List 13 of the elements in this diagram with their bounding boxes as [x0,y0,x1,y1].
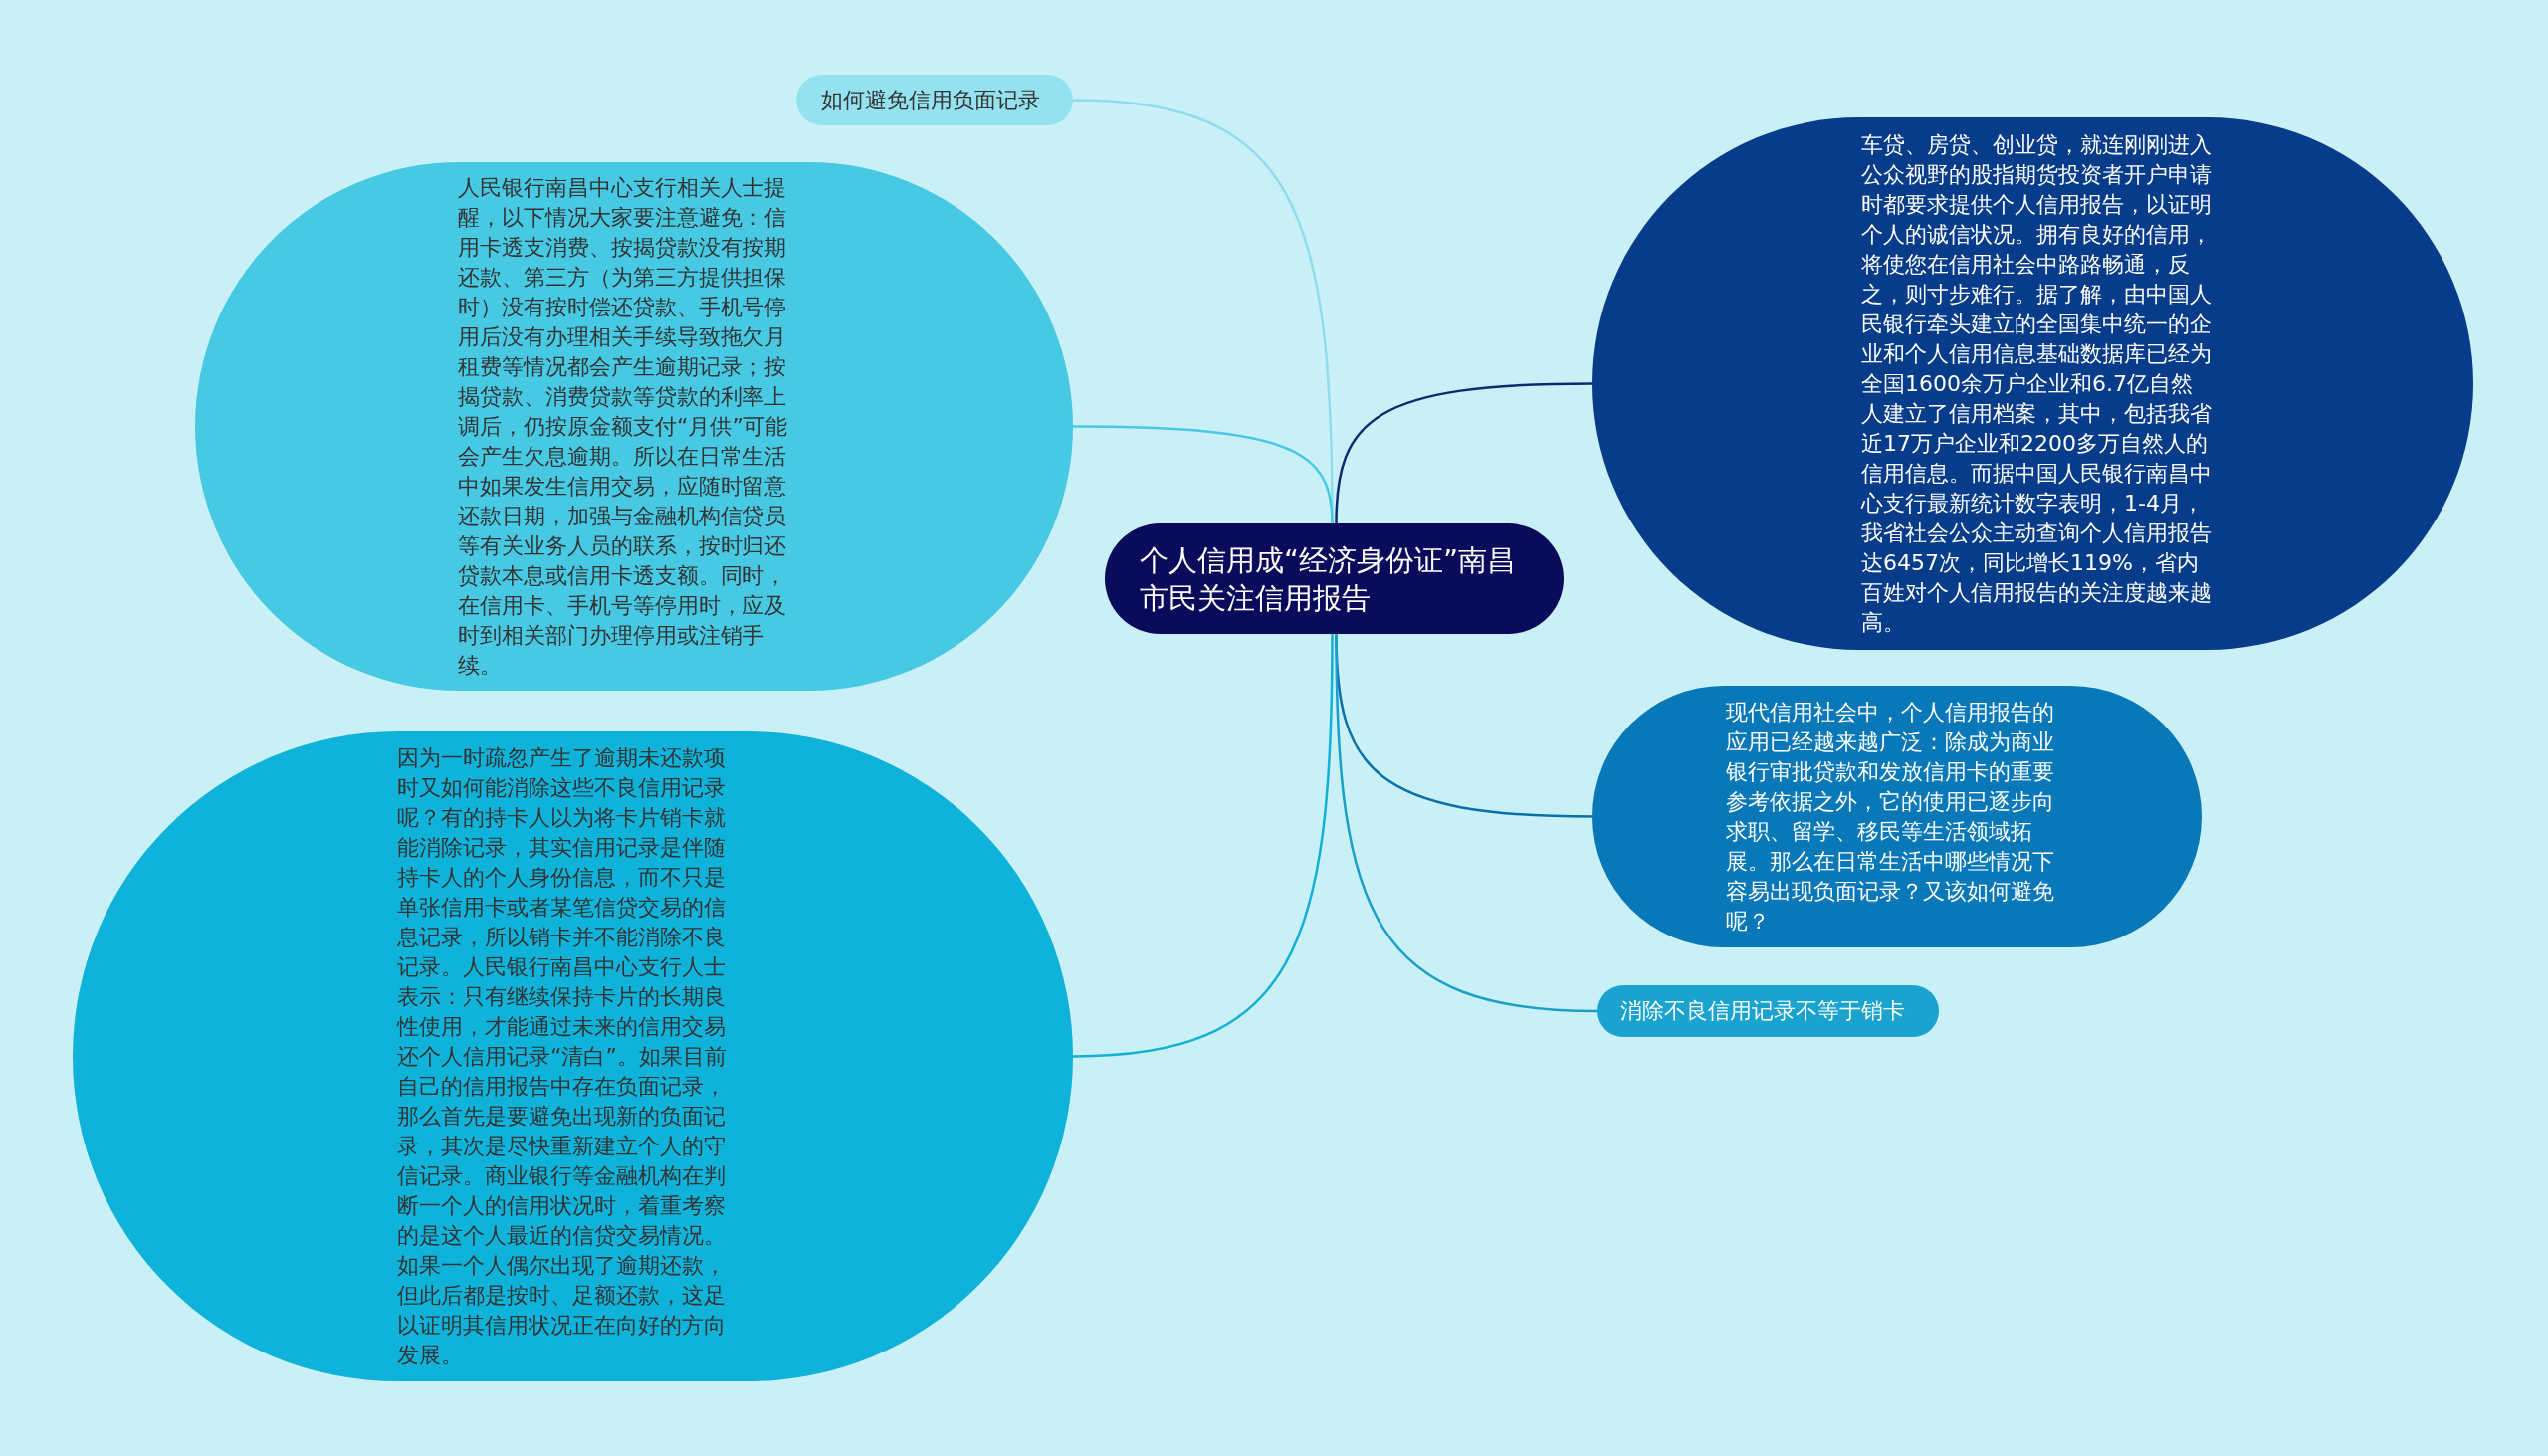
connector-line [1335,634,1598,1013]
connector-line [1072,634,1334,1058]
topic-pill [796,75,1073,125]
topic-text: 人民银行南昌中心支行相关人士提醒，以下情况大家要注意避免：信用卡透支消费、按揭贷款没有按期还款、第三方（为第三方提供担保时）没有按时偿还贷款、手机号停用后没有办理相关手续导致拖欠月租费等情况都会产生逾期记录；按揭贷款、消费贷款等贷款的利率上调后，仍按原金额支付“月供”可能会产生欠息逾期。所以在日常生活中如果发生信用交易，应随时留意还款日期，加强与金融机构信贷员等有关业务人员的联系，按时归还贷款本息或信用卡透支额。同时，在信用卡、手机号等停用时，应及时到相关部门办理停用或注销手续。 [458,173,788,680]
connector-line [1073,425,1334,524]
topic-text: 车贷、房贷、创业贷，就连刚刚进入公众视野的股指期货投资者开户申请时都要求提供个人信用报告，以证明个人的诚信状况。拥有良好的信用，将使您在信用社会中路路畅通，反之，则寸步难行。据了解，由中国人民银行牵头建立的全国集中统一的企业和个人信用信息基础数据库已经为全国1600余万户企业和6.7亿自然人建立了信用档案，其中，包括我省近17万户企业和2200多万自然人的信用信息。而据中国人民银行南昌中心支行最新统计数字表明，1-4月，我省社会公众主动查询个人信用报告达6457次，同比增长119%，省内百姓对个人信用报告的关注度越来越高。 [1861,130,2212,637]
topic-text: 现代信用社会中，个人信用报告的应用已经越来越广泛：除成为商业银行审批贷款和发放信用卡的重要参考依据之外，它的使用已逐步向求职、留学、移民等生活领域拓展。那么在日常生活中哪些情况下容易出现负面记录？又该如何避免呢？ [1726,698,2055,936]
topic-text: 如何避免信用负面记录 [821,86,1041,114]
topic-pill [1597,985,1939,1037]
topic-title: 个人信用成“经济身份证”南昌市民关注信用报告 [1140,541,1518,617]
topic-text: 因为一时疏忽产生了逾期未还款项时又如何能消除这些不良信用记录呢？有的持卡人以为将卡片销卡就能消除记录，其实信用记录是伴随持卡人的个人身份信息，而不只是单张信用卡或者某笔信贷交易的信息记录，所以销卡并不能消除不良记录。人民银行南昌中心支行人士表示：只有继续保持卡片的长期良性使用，才能通过未来的信用交易还个人信用记录“清白”。如果目前自己的信用报告中存在负面记录，那么首先是要避免出现新的负面记录，其次是尽快重新建立个人的守信记录。商业银行等金融机构在判断一个人的信用状况时，着重考察的是这个人最近的信贷交易情况。如果一个人偶尔出现了逾期还款，但此后都是按时、足额还款，这足以证明其信用状况正在向好的方向发展。 [397,743,728,1369]
connector-line [1335,382,1592,524]
topic-text: 消除不良信用记录不等于销卡 [1620,997,1906,1025]
